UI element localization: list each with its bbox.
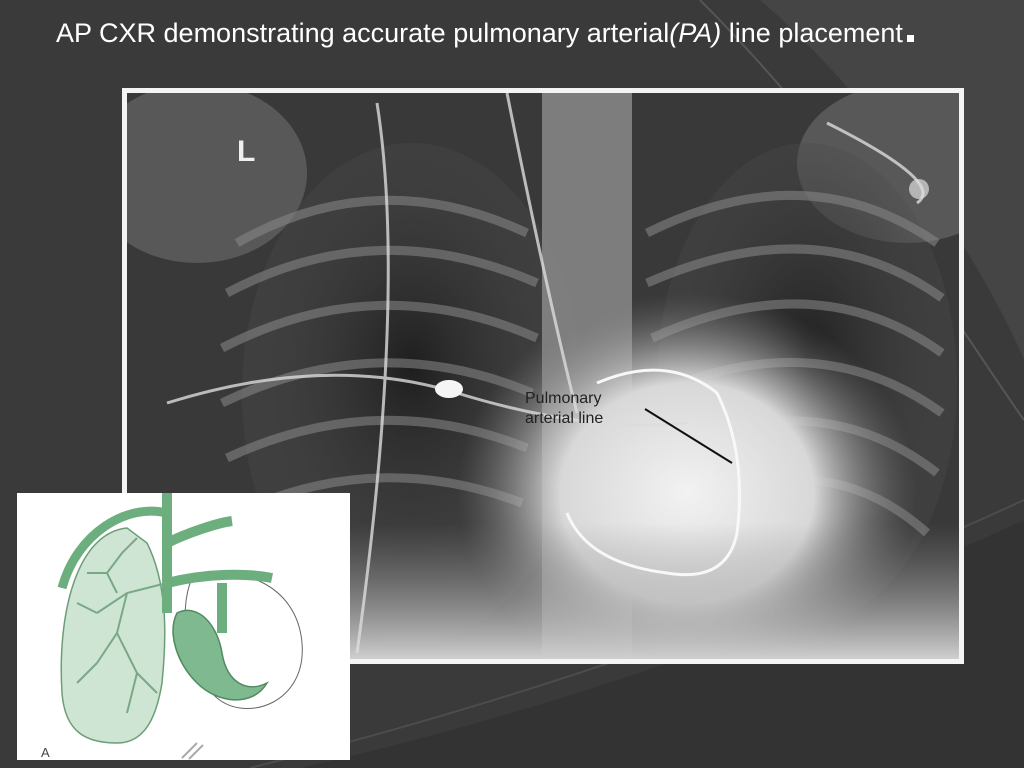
diagram-panel-label: A — [41, 745, 50, 760]
lung-outline — [60, 527, 166, 744]
annotation-pointer — [644, 408, 733, 464]
title-abbreviation: (PA) — [669, 18, 722, 48]
slide-title: AP CXR demonstrating accurate pulmonary … — [56, 16, 914, 50]
anatomy-diagram-panel: A — [17, 493, 350, 760]
catheter-path — [57, 506, 169, 590]
title-text: AP CXR demonstrating accurate pulmonary … — [56, 18, 670, 48]
title-text-end: line placement — [721, 18, 903, 48]
title-bullet-icon — [906, 35, 914, 42]
annotation-line-1: Pulmonary — [525, 390, 601, 407]
annotation-line-2: arterial line — [525, 410, 603, 427]
chest-xray-frame: L Pulmonary arterial line — [122, 88, 964, 664]
chest-xray-image: L Pulmonary arterial line — [127, 93, 959, 659]
right-ventricle — [172, 609, 269, 701]
side-marker: L — [237, 135, 255, 168]
anatomy-diagram: A — [41, 493, 303, 760]
pa-catheter — [565, 368, 741, 577]
